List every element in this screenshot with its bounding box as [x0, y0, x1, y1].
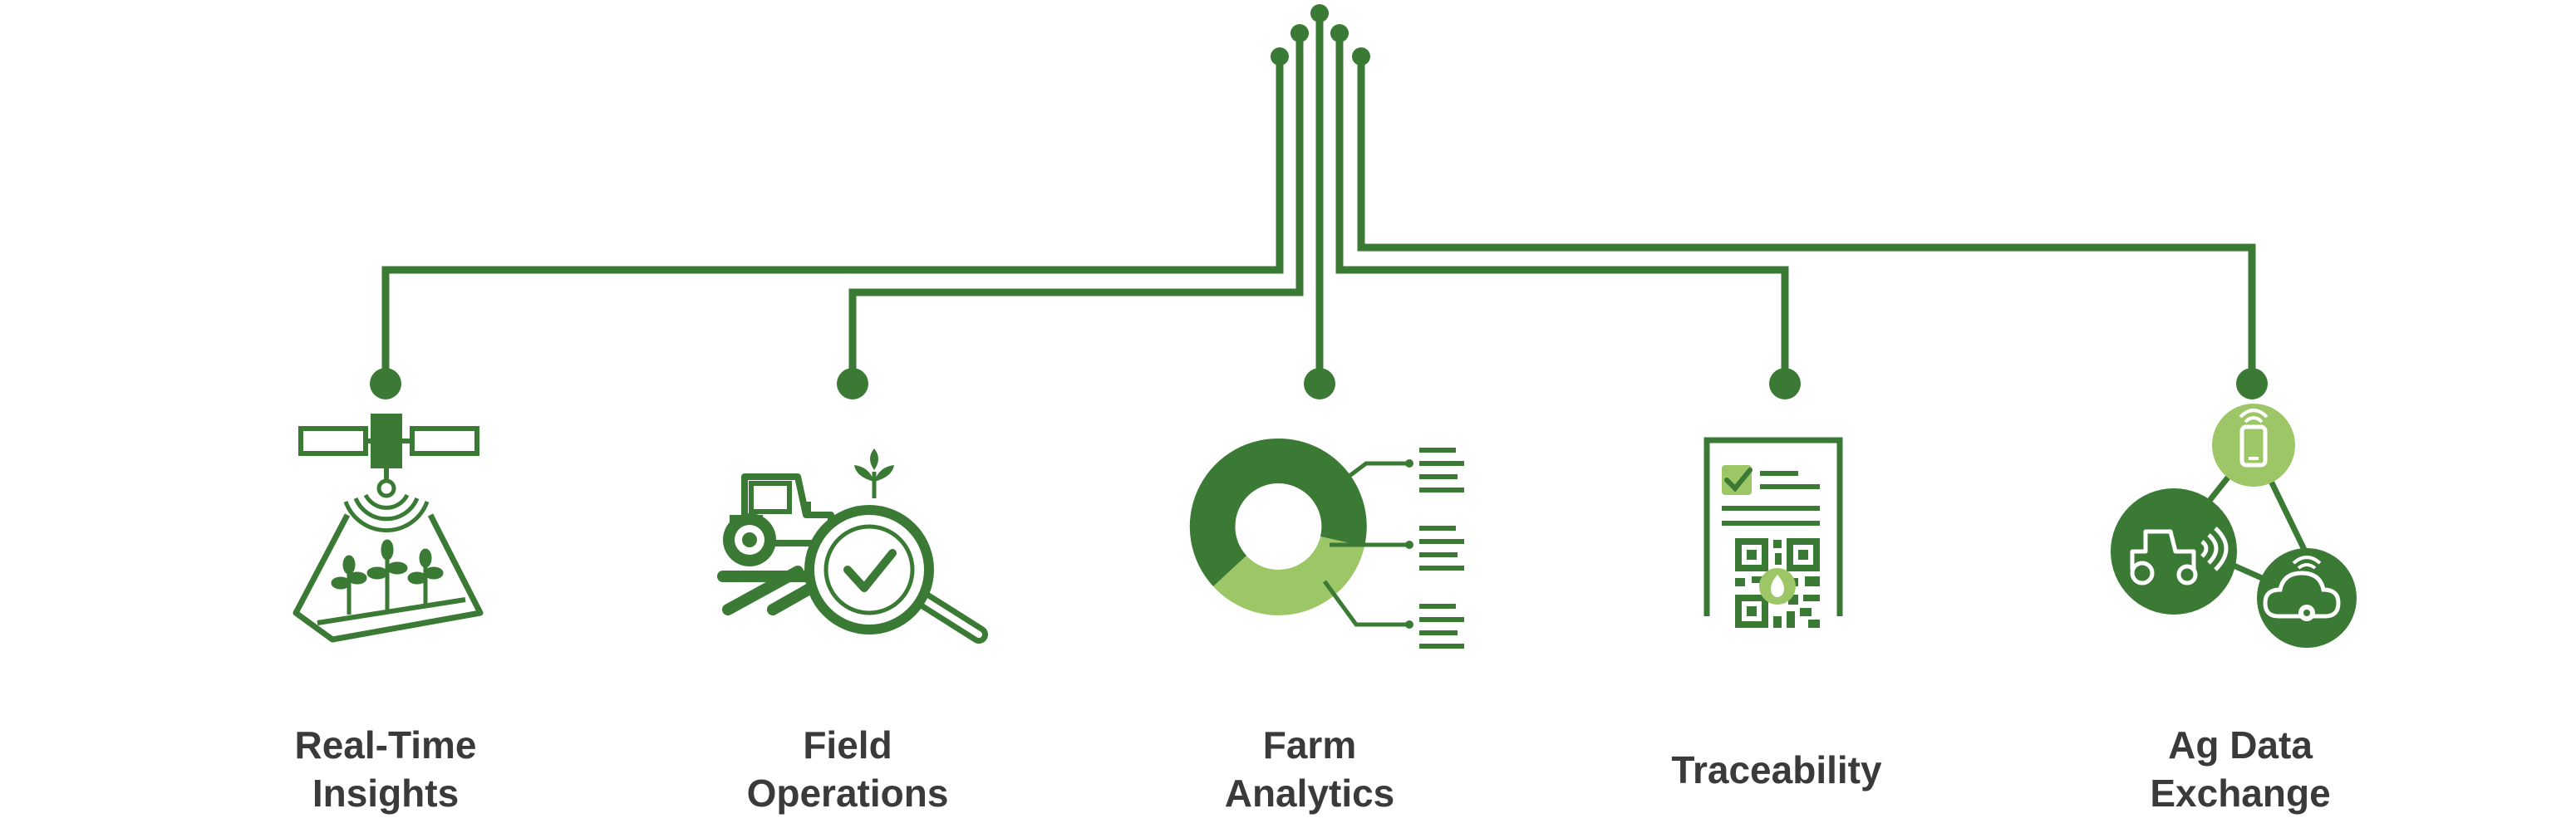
- label-line: Field: [803, 723, 892, 767]
- item-label-traceability: Traceability: [1602, 746, 1951, 794]
- connector-field-operations: [848, 33, 1304, 384]
- label-line: Farm: [1262, 723, 1357, 767]
- label-line: Operations: [746, 772, 949, 815]
- donut-chart-list-icon: [1189, 438, 1464, 649]
- label-line: Ag Data: [2168, 723, 2313, 767]
- item-label-farm-analytics: Farm Analytics: [1135, 721, 1484, 817]
- label-line: Exchange: [2150, 772, 2331, 815]
- item-label-ag-data-exchange: Ag Data Exchange: [2066, 721, 2415, 817]
- connector-traceability: [1335, 33, 1789, 384]
- donut-chart: [1189, 438, 1367, 615]
- terminal-nodes: [370, 368, 2268, 399]
- label-line: Real-Time: [294, 723, 477, 767]
- connector-lines: [381, 13, 2256, 384]
- label-line: Insights: [312, 772, 460, 815]
- tractor-magnifier-check-icon: [717, 448, 988, 644]
- label-line: Traceability: [1671, 748, 1882, 791]
- device-tractor-cloud-network-icon: [2111, 404, 2357, 648]
- qr-code: [1735, 538, 1820, 628]
- satellite-field-icon: [293, 414, 484, 643]
- item-label-real-time-insights: Real-Time Insights: [211, 721, 560, 817]
- connector-ag-data-exchange: [1357, 56, 2256, 384]
- connector-real-time-insights: [381, 56, 1284, 384]
- item-label-field-operations: Field Operations: [673, 721, 1022, 817]
- document-checklist-qr-code-icon: [1703, 437, 1843, 628]
- label-line: Analytics: [1224, 772, 1395, 815]
